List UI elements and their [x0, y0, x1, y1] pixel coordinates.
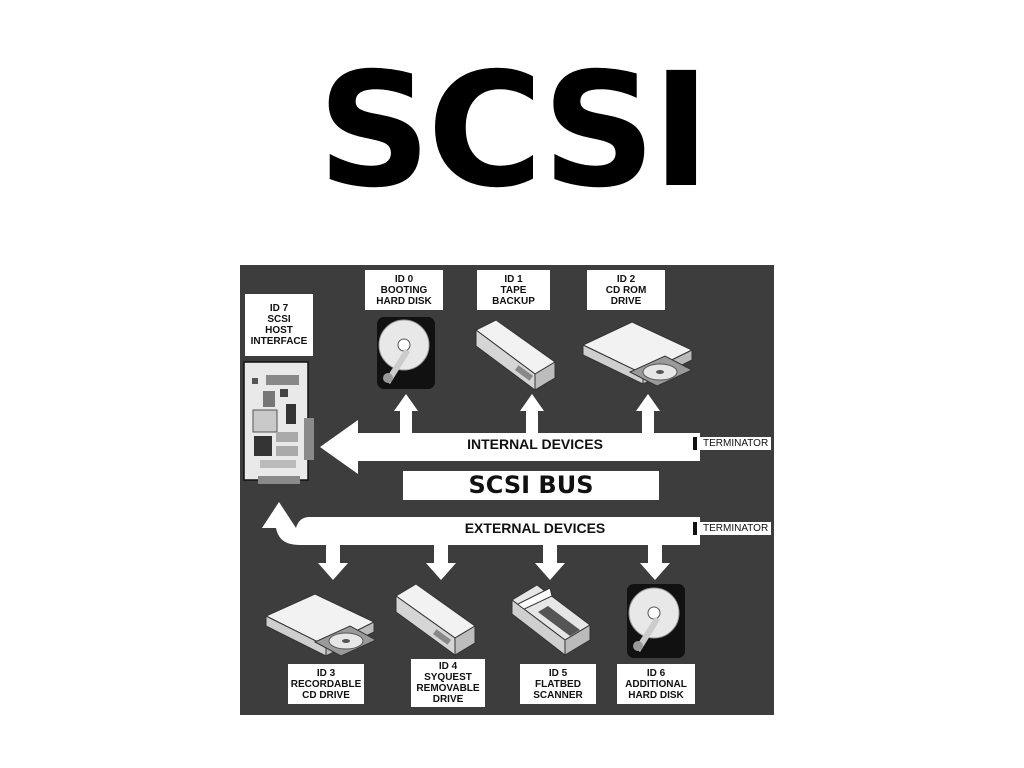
label-line: ID 1: [504, 273, 523, 285]
host-adapter-card-icon: [243, 361, 314, 484]
up-arrow-id0: [394, 394, 418, 433]
down-arrow-id4: [426, 545, 456, 580]
label-line: HARD DISK: [376, 295, 432, 307]
label-line: HARD DISK: [628, 689, 684, 701]
label-line: DRIVE: [610, 295, 642, 307]
label-line: ID 2: [616, 273, 636, 285]
label-line: ADDITIONAL: [625, 678, 687, 690]
label-line: SCANNER: [533, 689, 583, 701]
terminator-external: TERMINATOR: [693, 522, 772, 535]
label-line: ID 5: [548, 667, 568, 679]
label-id4: ID 4 SYQUEST REMOVABLE DRIVE: [411, 659, 485, 707]
cd-drive-icon: [264, 593, 378, 657]
label-id5: ID 5 FLATBED SCANNER: [520, 664, 596, 704]
scanner-icon: [511, 584, 591, 657]
external-bus-arrow: [262, 502, 700, 545]
internal-bus-arrow: [320, 420, 700, 474]
label-line: BACKUP: [492, 295, 535, 307]
label-id1: ID 1 TAPE BACKUP: [477, 270, 550, 310]
down-arrow-id3: [318, 545, 348, 580]
label-line: RECORDABLE: [290, 678, 362, 690]
label-line: ID 6: [646, 667, 666, 679]
external-devices-label: EXTERNAL DEVICES: [464, 520, 606, 536]
label-line: FLATBED: [535, 678, 581, 690]
label-line: SCSI: [267, 314, 291, 325]
label-line: ID 0: [394, 273, 414, 285]
label-line: INTERFACE: [250, 336, 308, 347]
label-line: REMOVABLE: [416, 683, 480, 694]
label-id0: ID 0 BOOTING HARD DISK: [365, 270, 443, 310]
label-line: CD ROM: [605, 284, 647, 296]
label-id3: ID 3 RECORDABLE CD DRIVE: [288, 664, 364, 704]
tape-drive-icon: [475, 319, 556, 391]
label-line: SYQUEST: [424, 672, 472, 683]
cd-drive-icon: [581, 321, 694, 387]
label-line: DRIVE: [432, 694, 464, 705]
label-host-interface: ID 7 SCSI HOST INTERFACE: [245, 294, 313, 356]
internal-devices-label: INTERNAL DEVICES: [467, 436, 603, 452]
hard-disk-icon: [627, 584, 685, 658]
label-line: ID 7: [269, 303, 289, 314]
down-arrow-id5: [535, 545, 565, 580]
scsi-bus-label: SCSI BUS: [403, 471, 659, 500]
terminator-internal: TERMINATOR: [693, 437, 772, 450]
label-line: ID 3: [316, 667, 336, 679]
up-arrow-id2: [636, 394, 660, 433]
label-id6: ID 6 ADDITIONAL HARD DISK: [617, 664, 695, 704]
hard-disk-icon: [377, 317, 435, 389]
label-line: TAPE: [500, 284, 527, 296]
label-line: BOOTING: [380, 284, 428, 296]
label-line: ID 4: [438, 661, 458, 672]
label-id2: ID 2 CD ROM DRIVE: [587, 270, 665, 310]
label-line: CD DRIVE: [302, 689, 350, 701]
label-line: HOST: [265, 325, 293, 336]
down-arrow-id6: [640, 545, 670, 580]
up-arrow-id1: [520, 394, 544, 433]
page-title: SCSI: [317, 39, 710, 223]
removable-drive-icon: [395, 583, 476, 656]
